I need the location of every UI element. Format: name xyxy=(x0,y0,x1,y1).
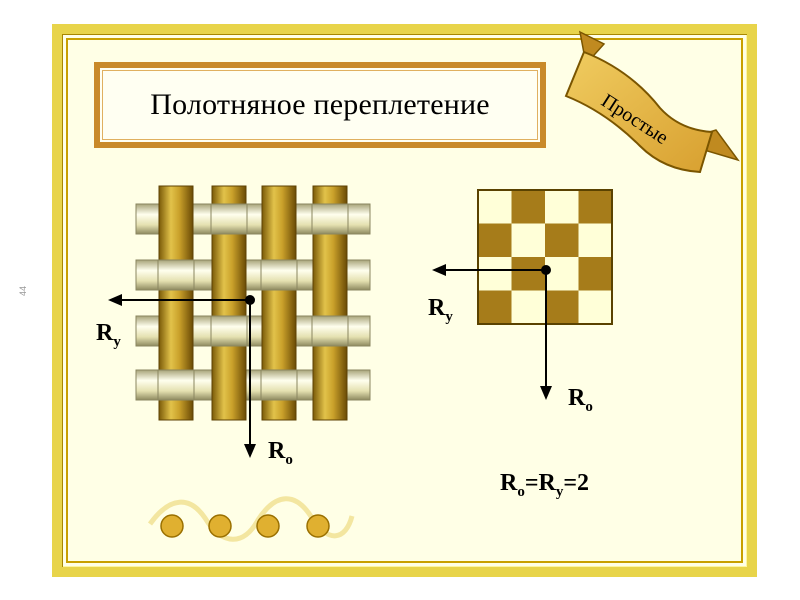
grid-cell-weft-over xyxy=(545,257,579,291)
warp-arrow-head-icon xyxy=(244,444,256,458)
grid-cell-weft-over xyxy=(511,290,545,324)
weft-arrow-head-icon xyxy=(108,294,122,306)
grid-cell-warp-over xyxy=(511,257,545,291)
slide-title: Полотняное переплетение xyxy=(150,88,490,121)
fabric-warp-repeat-label: Rо xyxy=(268,438,293,468)
weft-over-crossing xyxy=(260,259,298,291)
grid-cell-warp-over xyxy=(511,190,545,224)
grid-cell-warp-over xyxy=(478,223,512,257)
grid-cell-warp-over xyxy=(545,290,579,324)
grid-cell-weft-over xyxy=(545,190,579,224)
grid-cell-weft-over xyxy=(511,223,545,257)
fabric-repeat-arrows xyxy=(108,294,256,458)
grid-cell-weft-over xyxy=(478,190,512,224)
wave-dot xyxy=(256,514,280,538)
weft-over-crossing xyxy=(260,369,298,401)
grid-warp-repeat-label: Rо xyxy=(568,385,593,415)
fabric-weft-repeat-label: Rу xyxy=(96,320,121,350)
woven-fabric xyxy=(135,185,371,421)
grid-cell-warp-over xyxy=(578,190,612,224)
weft-threads-over xyxy=(157,203,349,401)
weft-over-crossing xyxy=(157,259,195,291)
grid-cell-warp-over xyxy=(545,223,579,257)
grid-repeat-arrows xyxy=(432,264,552,400)
ribbon-body xyxy=(564,50,714,174)
weft-over-crossing xyxy=(157,369,195,401)
origin-dot xyxy=(245,295,255,305)
grid-weft-repeat-label: Rу xyxy=(428,295,453,325)
grid-cell-weft-over xyxy=(578,290,612,324)
repeat-formula: Rо=Rу=2 xyxy=(500,470,589,500)
grid-cell-warp-over xyxy=(578,257,612,291)
weft-over-crossing xyxy=(311,203,349,235)
grid-origin-dot xyxy=(541,265,551,275)
grid-weft-arrow-head-icon xyxy=(432,264,446,276)
weft-over-crossing xyxy=(210,315,248,347)
title-box: Полотняное переплетение xyxy=(94,62,546,148)
grid-cell-weft-over xyxy=(578,223,612,257)
grid-cell-warp-over xyxy=(478,290,512,324)
ribbon-banner: Простые xyxy=(564,30,740,174)
grid-warp-arrow-head-icon xyxy=(540,386,552,400)
decorative-wave xyxy=(147,496,355,542)
weft-over-crossing xyxy=(311,315,349,347)
grid-cell-weft-over xyxy=(478,257,512,291)
wave-dot xyxy=(208,514,232,538)
wave-dot xyxy=(160,514,184,538)
wave-dot xyxy=(306,514,330,538)
weft-over-crossing xyxy=(210,203,248,235)
